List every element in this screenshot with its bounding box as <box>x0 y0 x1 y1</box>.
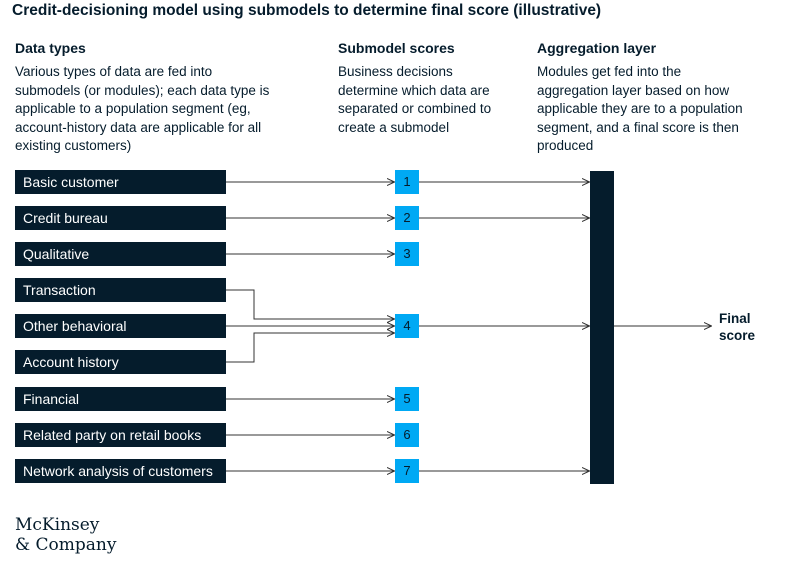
submodel-5: 5 <box>395 387 419 411</box>
aggregation-layer-description: Modules get fed into the aggregation lay… <box>537 64 743 153</box>
submodel-4: 4 <box>395 314 419 338</box>
logo-line2: & Company <box>15 535 117 555</box>
connector-transaction <box>226 289 394 319</box>
submodel-2: 2 <box>395 206 419 230</box>
data-type-credit-bureau: Credit bureau <box>15 206 226 230</box>
submodel-scores-description: Business decisions determine which data … <box>338 64 492 135</box>
submodel-1: 1 <box>395 170 419 194</box>
data-type-qualitative: Qualitative <box>15 242 226 266</box>
data-types-description: Various types of data are fed into submo… <box>15 64 270 153</box>
submodel-3: 3 <box>395 242 419 266</box>
submodel-6: 6 <box>395 423 419 447</box>
data-type-transaction: Transaction <box>15 278 226 302</box>
logo-line1: McKinsey <box>15 515 100 535</box>
mckinsey-logo: McKinsey & Company <box>15 515 116 555</box>
data-type-basic-customer: Basic customer <box>15 170 226 194</box>
connector-account-history <box>226 333 394 363</box>
data-types-heading: Data types <box>15 40 86 56</box>
data-type-account-history: Account history <box>15 350 226 374</box>
data-type-related-party: Related party on retail books <box>15 423 226 447</box>
final-score-line2: score <box>719 328 756 343</box>
data-type-network-analysis: Network analysis of customers <box>15 459 226 483</box>
final-score-line1: Final <box>719 311 751 326</box>
data-type-other-behavioral: Other behavioral <box>15 314 226 338</box>
aggregation-layer-bar <box>590 171 614 484</box>
aggregation-layer-heading: Aggregation layer <box>537 40 657 56</box>
submodel-7: 7 <box>395 459 419 483</box>
final-score-label: Final score <box>719 310 755 344</box>
data-type-financial: Financial <box>15 387 226 411</box>
submodel-scores-heading: Submodel scores <box>338 40 455 56</box>
diagram-title: Credit-decisioning model using submodels… <box>12 2 602 19</box>
